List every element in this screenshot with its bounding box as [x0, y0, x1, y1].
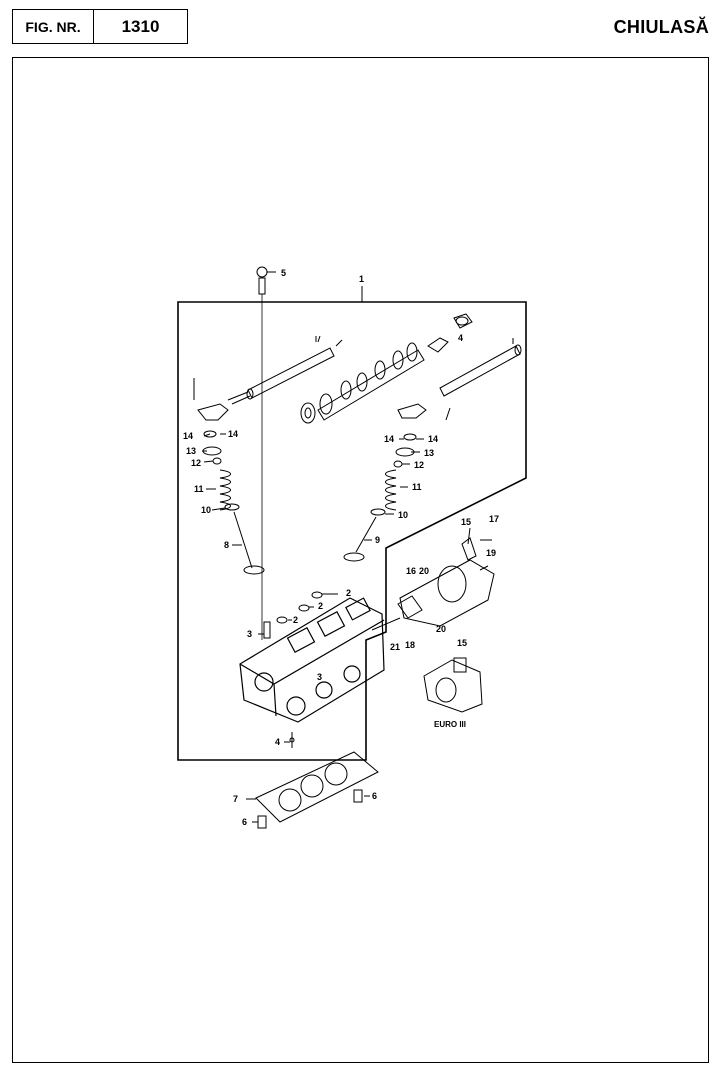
callout-3: 3: [247, 629, 252, 639]
figure-number-label: FIG. NR.: [13, 10, 94, 43]
rocker-shaft-right: [439, 338, 522, 397]
callout-2: 2: [318, 601, 323, 611]
callout-6: 6: [242, 817, 247, 827]
bolt-part: [256, 266, 276, 640]
callout-2: 2: [346, 588, 351, 598]
page-title: CHIULASĂ: [613, 17, 709, 37]
small-gasket: [397, 595, 423, 619]
valve-train-left: [202, 430, 265, 575]
callout-13: 13: [186, 446, 196, 456]
callout-21: 21: [390, 642, 400, 652]
callout-2: 2: [293, 615, 298, 625]
camshaft-part: [300, 337, 449, 424]
variant-label: EURO III: [434, 720, 466, 729]
callout-5: 5: [281, 268, 286, 278]
assembly-outline: [177, 301, 527, 761]
head-gasket-part: [255, 751, 379, 823]
callout-small-4: 4: [458, 333, 463, 343]
bearing-cap-part: [453, 313, 473, 329]
diagram-frame: [12, 57, 709, 1063]
callout-11: 11: [194, 484, 204, 494]
callout-17: 17: [489, 514, 499, 524]
callout-15: 15: [461, 517, 471, 527]
figure-number-value: 1310: [121, 16, 160, 36]
callout-1: 1: [359, 274, 364, 284]
callout-6: 6: [372, 791, 377, 801]
callout-10: 10: [398, 510, 408, 520]
callout-12: 12: [414, 460, 424, 470]
figure-number-box: FIG. NR. 1310: [12, 9, 188, 44]
callout-7: 7: [233, 794, 238, 804]
callout-15: 15: [457, 638, 467, 648]
callout-3: 3: [317, 672, 322, 682]
callout-13: 13: [424, 448, 434, 458]
callout-14: 14: [228, 429, 238, 439]
callout-19: 19: [486, 548, 496, 558]
callout-9: 9: [375, 535, 380, 545]
callout-12: 12: [191, 458, 201, 468]
callout-20: 20: [419, 566, 429, 576]
callout-8: 8: [224, 540, 229, 550]
thermostat-housing-part: [371, 537, 495, 631]
rocker-arm-left: [197, 403, 229, 421]
rocker-arm-right: [397, 403, 427, 419]
euro-iii-housing-part: [423, 657, 483, 713]
callout-16: 16: [406, 566, 416, 576]
callout-14: 14: [428, 434, 438, 444]
callout-14: 14: [384, 434, 394, 444]
callout-4: 4: [275, 737, 280, 747]
callout-14: 14: [183, 431, 193, 441]
callout-20: 20: [436, 624, 446, 634]
cylinder-head-part: [239, 597, 385, 723]
rocker-shaft-left: [227, 335, 343, 405]
callout-10: 10: [201, 505, 211, 515]
callout-18: 18: [405, 640, 415, 650]
callout-11: 11: [412, 482, 422, 492]
